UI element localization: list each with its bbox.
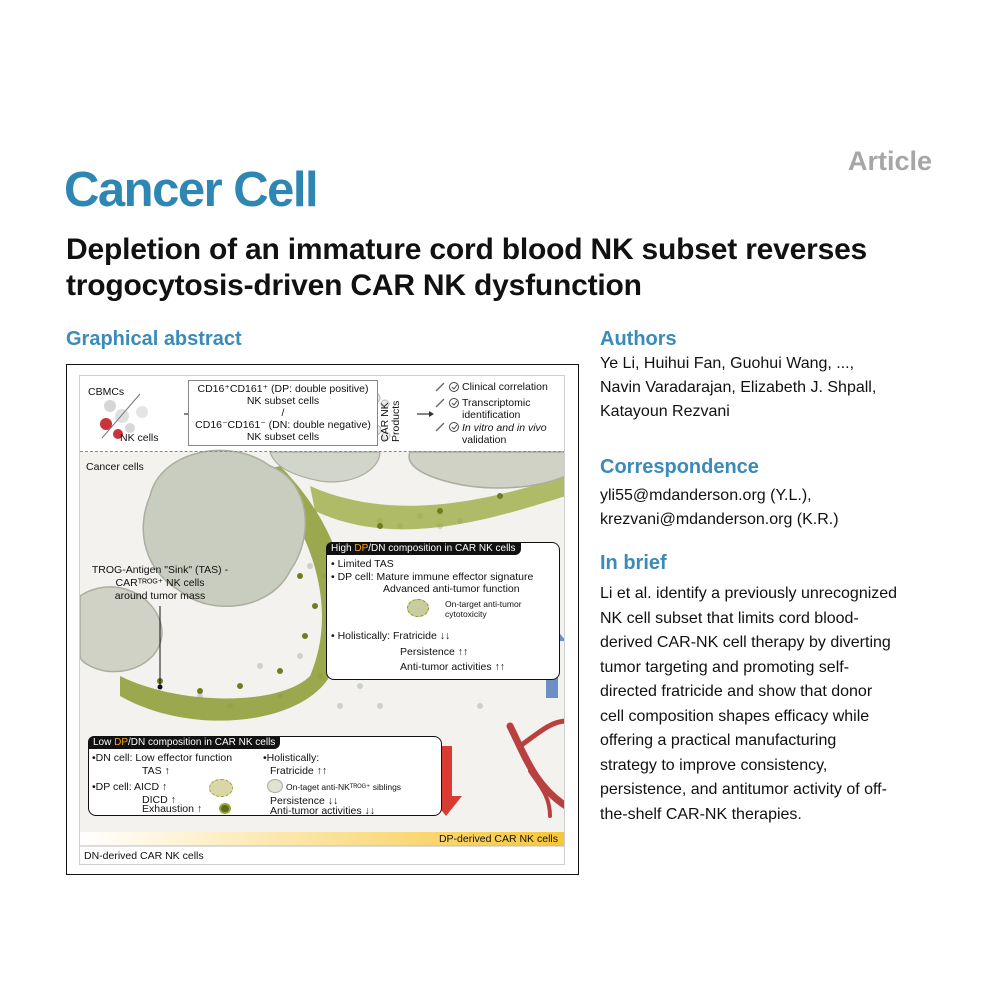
low-persistence: Persistence ↓↓	[270, 795, 339, 807]
authors-list: Ye Li, Huihui Fan, Guohui Wang, ..., Nav…	[600, 352, 940, 424]
high-head-dp: DP	[354, 543, 369, 554]
products-line2: Products	[390, 400, 402, 442]
brief-line6: cell composition shapes efficacy while	[600, 707, 870, 725]
high-holistic: • Holistically: Fratricide ↓↓	[331, 630, 451, 642]
check-validation: validation	[462, 434, 507, 446]
article-label: Article	[847, 146, 932, 176]
high-on-target-line2: cytotoxicity	[445, 609, 487, 619]
low-head-post: /DN composition in CAR NK cells	[128, 737, 276, 748]
check-clinical: Clinical correlation	[462, 381, 548, 393]
journal-name[interactable]: Cancer Cell	[64, 163, 319, 217]
authors-line1: Ye Li, Huihui Fan, Guohui Wang, ...,	[600, 355, 855, 372]
brief-line10: the-shelf CAR-NK therapies.	[600, 805, 802, 823]
brief-line4: tumor targeting and promoting self-	[600, 658, 850, 676]
correspondence-emails: yli55@mdanderson.org (Y.L.), krezvani@md…	[600, 484, 940, 532]
check-in-vitro: In vitro and in vivo	[462, 422, 547, 434]
email-krezvani[interactable]: krezvani@mdanderson.org (K.R.)	[600, 511, 839, 528]
low-head-pre: Low	[93, 737, 115, 748]
check-identification: identification	[462, 409, 521, 421]
low-head-dp: DP	[114, 737, 129, 748]
exhausted-cell-icon	[219, 803, 231, 814]
dp-subset-line1: CD16⁺CD161⁺ (DP: double positive)	[197, 383, 369, 395]
cbmcs-label: CBMCs	[88, 386, 125, 398]
low-dp-aicd: •DP cell: AICD ↑	[92, 781, 168, 793]
high-persistence: Persistence ↑↑	[400, 646, 469, 658]
authors-heading: Authors	[600, 328, 677, 350]
low-dn-tas: TAS ↑	[142, 765, 170, 777]
brief-line3: derived CAR-NK cell therapy by diverting	[600, 634, 891, 651]
low-anti-tumor: Anti-tumor activities ↓↓	[270, 805, 376, 817]
graphical-abstract-heading: Graphical abstract	[66, 328, 242, 350]
brief-line7: offering a practical manufacturing	[600, 732, 837, 749]
high-on-target-line1: On-target anti-tumor	[445, 599, 522, 609]
sibling-cell-icon	[267, 779, 283, 793]
graphical-abstract[interactable]: CBMCs NK cells CD16⁺CD161⁺ (DP: double p…	[66, 364, 579, 875]
low-dp-box-header: Low DP/DN composition in CAR NK cells	[88, 736, 281, 749]
aicd-cell-icon	[209, 779, 233, 797]
top-panel-background	[80, 376, 564, 452]
authors-line2: Navin Varadarajan, Elizabeth J. Shpall,	[600, 379, 877, 396]
graphical-abstract-frame: CBMCs NK cells CD16⁺CD161⁺ (DP: double p…	[79, 375, 565, 865]
high-advanced: Advanced anti-tumor function	[383, 583, 520, 595]
low-dn-cell: •DN cell: Low effector function	[92, 752, 233, 764]
tas-label-line1: TROG-Antigen "Sink" (TAS) -	[91, 564, 229, 576]
high-anti-tumor: Anti-tumor activities ↑↑	[400, 661, 506, 673]
high-dp-box-header: High DP/DN composition in CAR NK cells	[326, 542, 521, 555]
brief-line2: NK cell subset that limits cord blood-	[600, 609, 859, 627]
brief-line5: directed fratricide and show that donor	[600, 683, 873, 700]
subset-box	[188, 380, 378, 446]
tas-label-line3: around tumor mass	[114, 590, 206, 602]
low-holistic: •Holistically:	[263, 752, 320, 764]
low-fratricide: Fratricide ↑↑	[270, 765, 328, 777]
low-dp-dicd: DICD ↑	[142, 794, 176, 806]
dn-derived-bar-label: DN-derived CAR NK cells	[84, 850, 204, 862]
brief-line9: persistence, and antitumor activity of o…	[600, 781, 887, 798]
dp-subset-line2: NK subset cells	[246, 395, 320, 407]
dn-subset-line2: NK subset cells	[246, 431, 320, 443]
car-nk-products-label: CAR NK Products	[379, 400, 402, 442]
test-tube-icons	[435, 382, 445, 432]
low-on-target-siblings: On-taget anti-NKᵀᴿᴼᴳ⁺ siblings	[286, 782, 402, 792]
correspondence-heading: Correspondence	[600, 456, 759, 478]
authors-line3: Katayoun Rezvani	[600, 403, 730, 420]
dp-derived-bar-label: DP-derived CAR NK cells	[438, 833, 558, 845]
cytotoxicity-cell-icon	[407, 599, 429, 617]
check-transcriptomic: Transcriptomic	[462, 397, 531, 409]
cell-cluster-icon	[100, 400, 148, 439]
low-dp-exhaustion: Exhaustion ↑	[142, 803, 203, 815]
tas-label-line2: CARᵀᴿᴼᴳ⁺ NK cells	[115, 577, 205, 589]
low-dp-box: Low DP/DN composition in CAR NK cells •D…	[88, 736, 442, 817]
nk-cells-label: NK cells	[120, 432, 159, 444]
email-yli[interactable]: yli55@mdanderson.org (Y.L.),	[600, 487, 812, 504]
cancer-cells-label: Cancer cells	[86, 461, 144, 473]
brief-line1: Li et al. identify a previously unrecogn…	[600, 585, 898, 602]
in-brief-text: Li et al. identify a previously unrecogn…	[600, 582, 940, 827]
check-icons	[449, 382, 459, 432]
subset-slash: /	[281, 407, 285, 419]
dn-subset-line1: CD16⁻CD161⁻ (DN: double negative)	[195, 419, 371, 431]
article-title: Depletion of an immature cord blood NK s…	[66, 233, 868, 302]
brief-line8: strategy to improve consistency,	[600, 756, 828, 774]
high-dp-box: High DP/DN composition in CAR NK cells •…	[326, 542, 560, 680]
high-dp-cell: • DP cell: Mature immune effector signat…	[331, 571, 534, 583]
high-head-pre: High	[331, 543, 355, 554]
high-limited-tas: • Limited TAS	[331, 558, 394, 570]
in-brief-heading: In brief	[600, 552, 667, 574]
high-head-post: /DN composition in CAR NK cells	[368, 543, 516, 554]
